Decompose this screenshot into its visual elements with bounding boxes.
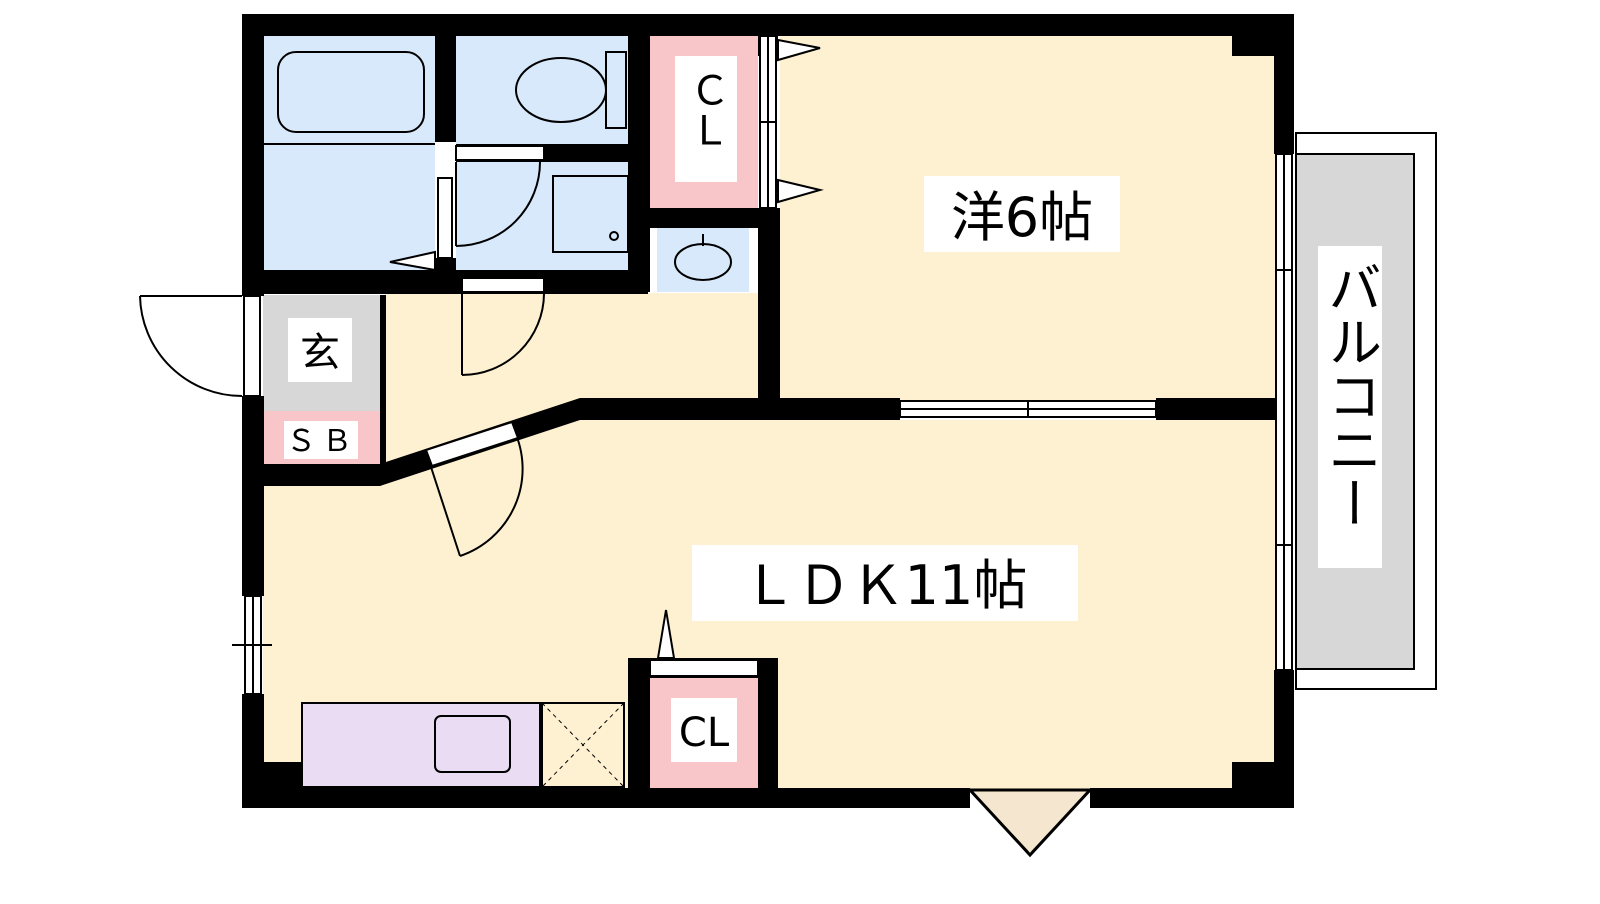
bathtub xyxy=(277,51,425,133)
western-room-label-bg xyxy=(924,176,1120,252)
walls xyxy=(242,14,1294,808)
western-room-label: 洋6帖 xyxy=(951,186,1093,249)
toilet-tank xyxy=(605,51,627,129)
bathroom-floor xyxy=(263,36,435,270)
balcony-label-bg xyxy=(1318,246,1382,568)
doors xyxy=(139,145,545,557)
shoe-box-label: ＳＢ xyxy=(286,424,358,459)
shoe-box-label-bg xyxy=(284,421,358,459)
closet-lower-label: CL xyxy=(679,710,730,756)
ldk-label-bg xyxy=(692,545,1078,621)
closet-upper-label: ＣＬ xyxy=(683,70,729,150)
kitchen-sink xyxy=(434,715,511,773)
washroom-floor xyxy=(456,162,628,270)
fridge-cross-2 xyxy=(541,702,625,788)
drain-icon xyxy=(609,231,619,241)
closet-upper-label-bg xyxy=(675,56,737,182)
closet-lower-label-bg xyxy=(671,698,737,762)
toilet-floor xyxy=(456,36,628,144)
entrance-label: 玄 xyxy=(300,330,340,376)
ldk-label: ＬＤＫ11帖 xyxy=(743,554,1028,617)
sliding-arrows xyxy=(389,38,824,659)
balcony-label: バルコニー xyxy=(1319,260,1382,530)
windows xyxy=(232,35,1293,853)
bay-window xyxy=(966,788,1094,858)
entrance-label-bg xyxy=(288,318,352,382)
